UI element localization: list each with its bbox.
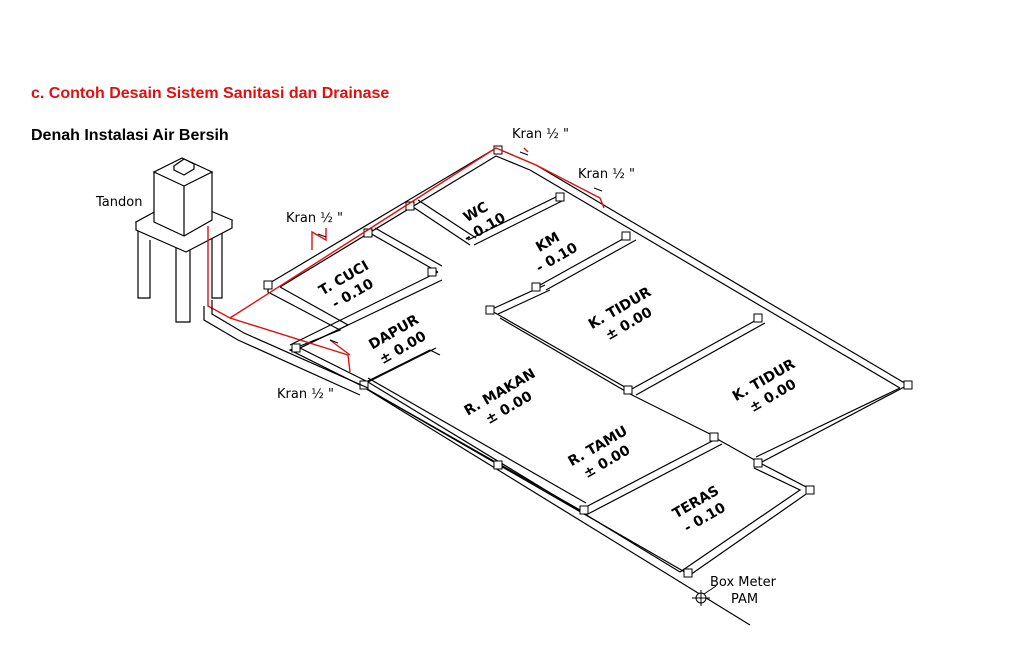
tandon-label: Tandon bbox=[95, 195, 142, 210]
room-teras: TERAS - 0.10 bbox=[670, 483, 729, 536]
box-meter-symbol bbox=[692, 590, 710, 606]
room-r-makan: R. MAKAN ± 0.00 bbox=[462, 366, 539, 428]
pam-label: PAM bbox=[731, 592, 758, 607]
pam-supply-line bbox=[203, 300, 369, 396]
box-meter-leader bbox=[703, 585, 717, 595]
room-t-cuci: T. CUCI - 0.10 bbox=[316, 258, 377, 312]
kran-label-4: Kran ½ " bbox=[277, 387, 334, 402]
room-k-tidur-1: K. TIDUR ± 0.00 bbox=[586, 284, 655, 344]
kran-ticks bbox=[317, 151, 603, 344]
diagram-subtitle: Denah Instalasi Air Bersih bbox=[31, 127, 229, 144]
kran-label-3: Kran ½ " bbox=[286, 211, 343, 226]
page-title: c. Contoh Desain Sistem Sanitasi dan Dra… bbox=[31, 85, 390, 102]
room-k-tidur-2: K. TIDUR ± 0.00 bbox=[730, 356, 799, 416]
box-meter-label: Box Meter bbox=[710, 575, 777, 590]
kran-label-2: Kran ½ " bbox=[578, 167, 635, 182]
columns bbox=[263, 145, 913, 578]
room-r-tamu: R. TAMU ± 0.00 bbox=[565, 423, 633, 482]
clean-water-pipe bbox=[207, 147, 605, 373]
room-km: KM - 0.10 bbox=[533, 229, 581, 276]
interior-walls bbox=[289, 194, 766, 516]
water-tank-tower bbox=[134, 157, 234, 323]
room-dapur: DAPUR ± 0.00 bbox=[366, 312, 429, 368]
kran-label-1: Kran ½ " bbox=[512, 127, 569, 142]
